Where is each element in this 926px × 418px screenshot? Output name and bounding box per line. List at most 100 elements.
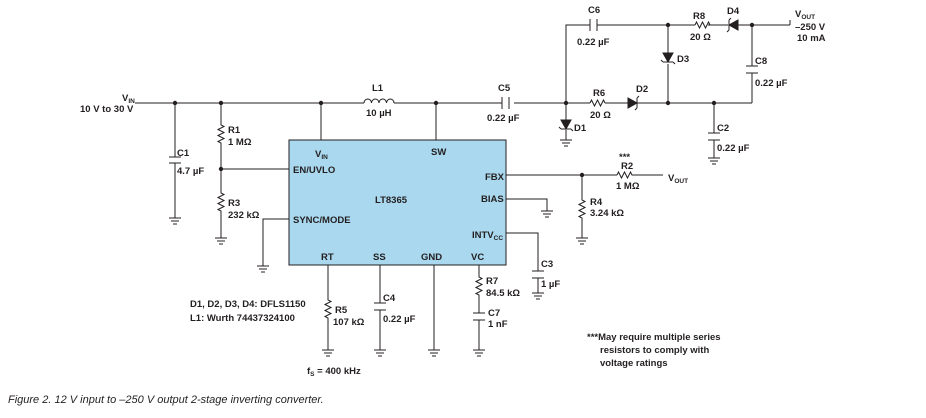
r1-ref: R1 xyxy=(228,125,241,136)
ground-c1 xyxy=(169,217,181,225)
c2-ref: C2 xyxy=(717,123,729,134)
r8-ref: R8 xyxy=(693,11,705,22)
note-fs: fS = 400 kHz xyxy=(307,366,361,378)
ground-ic xyxy=(428,349,440,357)
capacitor-c4 xyxy=(374,265,386,350)
output-label: VOUT –250 V 10 mA xyxy=(795,9,826,44)
c1-ref: C1 xyxy=(177,148,190,159)
c6-value: 0.22 µF xyxy=(577,37,610,48)
ic-pin-bias: BIAS xyxy=(481,194,504,205)
c5-ref: C5 xyxy=(498,83,511,94)
diode-d1 xyxy=(560,119,572,131)
c3-ref: C3 xyxy=(541,259,553,270)
vout-net-label: VOUT xyxy=(668,173,688,185)
r3-value: 232 kΩ xyxy=(228,210,260,221)
c4-value: 0.22 µF xyxy=(383,314,416,325)
c7-ref: C7 xyxy=(488,308,500,319)
l1-ref: L1 xyxy=(372,83,384,94)
r6-ref: R6 xyxy=(593,88,605,99)
capacitor-c6 xyxy=(589,19,598,31)
resistor-r8 xyxy=(694,20,711,30)
ic-lt8365-body xyxy=(288,139,507,266)
capacitor-c5 xyxy=(501,97,510,109)
footnote-line-2: resistors to comply with xyxy=(600,345,709,356)
diode-d3 xyxy=(662,52,674,64)
footnote-line-3: voltage ratings xyxy=(600,358,668,369)
ic-pin-ss: SS xyxy=(373,252,386,263)
note-diodes: D1, D2, D3, D4: DFLS1150 xyxy=(190,299,306,310)
wire-intvcc xyxy=(506,232,539,293)
ic-pin-en: EN/UVLO xyxy=(293,165,335,176)
junction-d2-d3 xyxy=(665,100,671,106)
c8-value: 0.22 µF xyxy=(755,78,788,89)
input-label: VIN 10 V to 30 V xyxy=(80,93,135,115)
ground-sync xyxy=(257,265,269,273)
r4-value: 3.24 kΩ xyxy=(590,208,624,219)
ic-name: LT8365 xyxy=(375,195,408,206)
r2-ref: R2 xyxy=(621,161,633,172)
r7-value: 84.5 kΩ xyxy=(486,288,520,299)
r2-mark: *** xyxy=(619,152,630,163)
svg-text:–250 V: –250 V xyxy=(795,22,826,33)
d4-ref: D4 xyxy=(727,6,740,17)
resistor-r2 xyxy=(616,170,663,180)
ic-pin-vin: VIN xyxy=(315,149,328,161)
svg-text:VOUT: VOUT xyxy=(795,9,815,21)
svg-text:10 V to 30 V: 10 V to 30 V xyxy=(80,104,134,115)
ground-r3 xyxy=(215,237,227,245)
ic-pin-intvcc: INTVCC xyxy=(472,230,503,242)
c3-value: 1 µF xyxy=(541,279,560,290)
d1-ref: D1 xyxy=(574,123,587,134)
capacitor-c3 xyxy=(532,270,544,279)
c8-ref: C8 xyxy=(755,56,767,67)
ic-pin-gnd: GND xyxy=(421,252,442,263)
resistor-r5 xyxy=(323,265,333,350)
r5-value: 107 kΩ xyxy=(333,317,365,328)
d3-ref: D3 xyxy=(677,54,689,65)
capacitor-c7 xyxy=(473,312,485,350)
diode-d1-bar xyxy=(558,126,574,132)
ic-pin-sync: SYNC/MODE xyxy=(293,215,351,226)
wire-sync-ground xyxy=(262,218,289,266)
r8-value: 20 Ω xyxy=(690,32,711,43)
ground-d1 xyxy=(560,139,572,147)
c4-ref: C4 xyxy=(383,293,396,304)
ground-c3 xyxy=(532,292,544,300)
diode-d4-bar xyxy=(726,17,732,33)
figure-caption: Figure 2. 12 V input to –250 V output 2-… xyxy=(8,394,324,406)
ground-c7 xyxy=(473,349,485,357)
wire-bias-ground xyxy=(506,198,548,211)
c6-ref: C6 xyxy=(588,5,600,16)
ground-c4 xyxy=(374,349,386,357)
ic-pin-rt: RT xyxy=(321,252,334,263)
capacitor-c1 xyxy=(169,103,181,218)
d2-ref: D2 xyxy=(636,84,648,95)
capacitor-c2 xyxy=(708,103,720,158)
r6-value: 20 Ω xyxy=(590,110,611,121)
ic-pin-sw: SW xyxy=(431,147,446,158)
ic-pin-fbx: FBX xyxy=(485,172,505,183)
resistor-r7 xyxy=(474,265,484,313)
inductor-l1 xyxy=(363,98,395,104)
diode-d2 xyxy=(627,97,639,109)
r4-ref: R4 xyxy=(590,197,603,208)
ground-bias xyxy=(541,210,553,218)
c2-value: 0.22 µF xyxy=(717,143,750,154)
capacitor-c8 xyxy=(746,25,758,103)
r7-ref: R7 xyxy=(486,276,498,287)
footnote-line-1: ***May require multiple series xyxy=(587,332,721,343)
resistor-r4 xyxy=(577,175,587,238)
wire-c6-loop xyxy=(565,24,790,103)
l1-value: 10 µH xyxy=(366,108,392,119)
r1-value: 1 MΩ xyxy=(228,137,252,148)
c5-value: 0.22 µF xyxy=(487,113,520,124)
note-inductor: L1: Wurth 74437324100 xyxy=(190,313,295,324)
r2-value: 1 MΩ xyxy=(616,181,640,192)
r3-ref: R3 xyxy=(228,198,240,209)
ic-pin-vc: VC xyxy=(471,252,484,263)
ground-r4 xyxy=(576,237,588,245)
svg-text:VIN: VIN xyxy=(122,93,135,105)
ground-r5 xyxy=(322,349,334,357)
svg-text:10 mA: 10 mA xyxy=(797,33,826,44)
